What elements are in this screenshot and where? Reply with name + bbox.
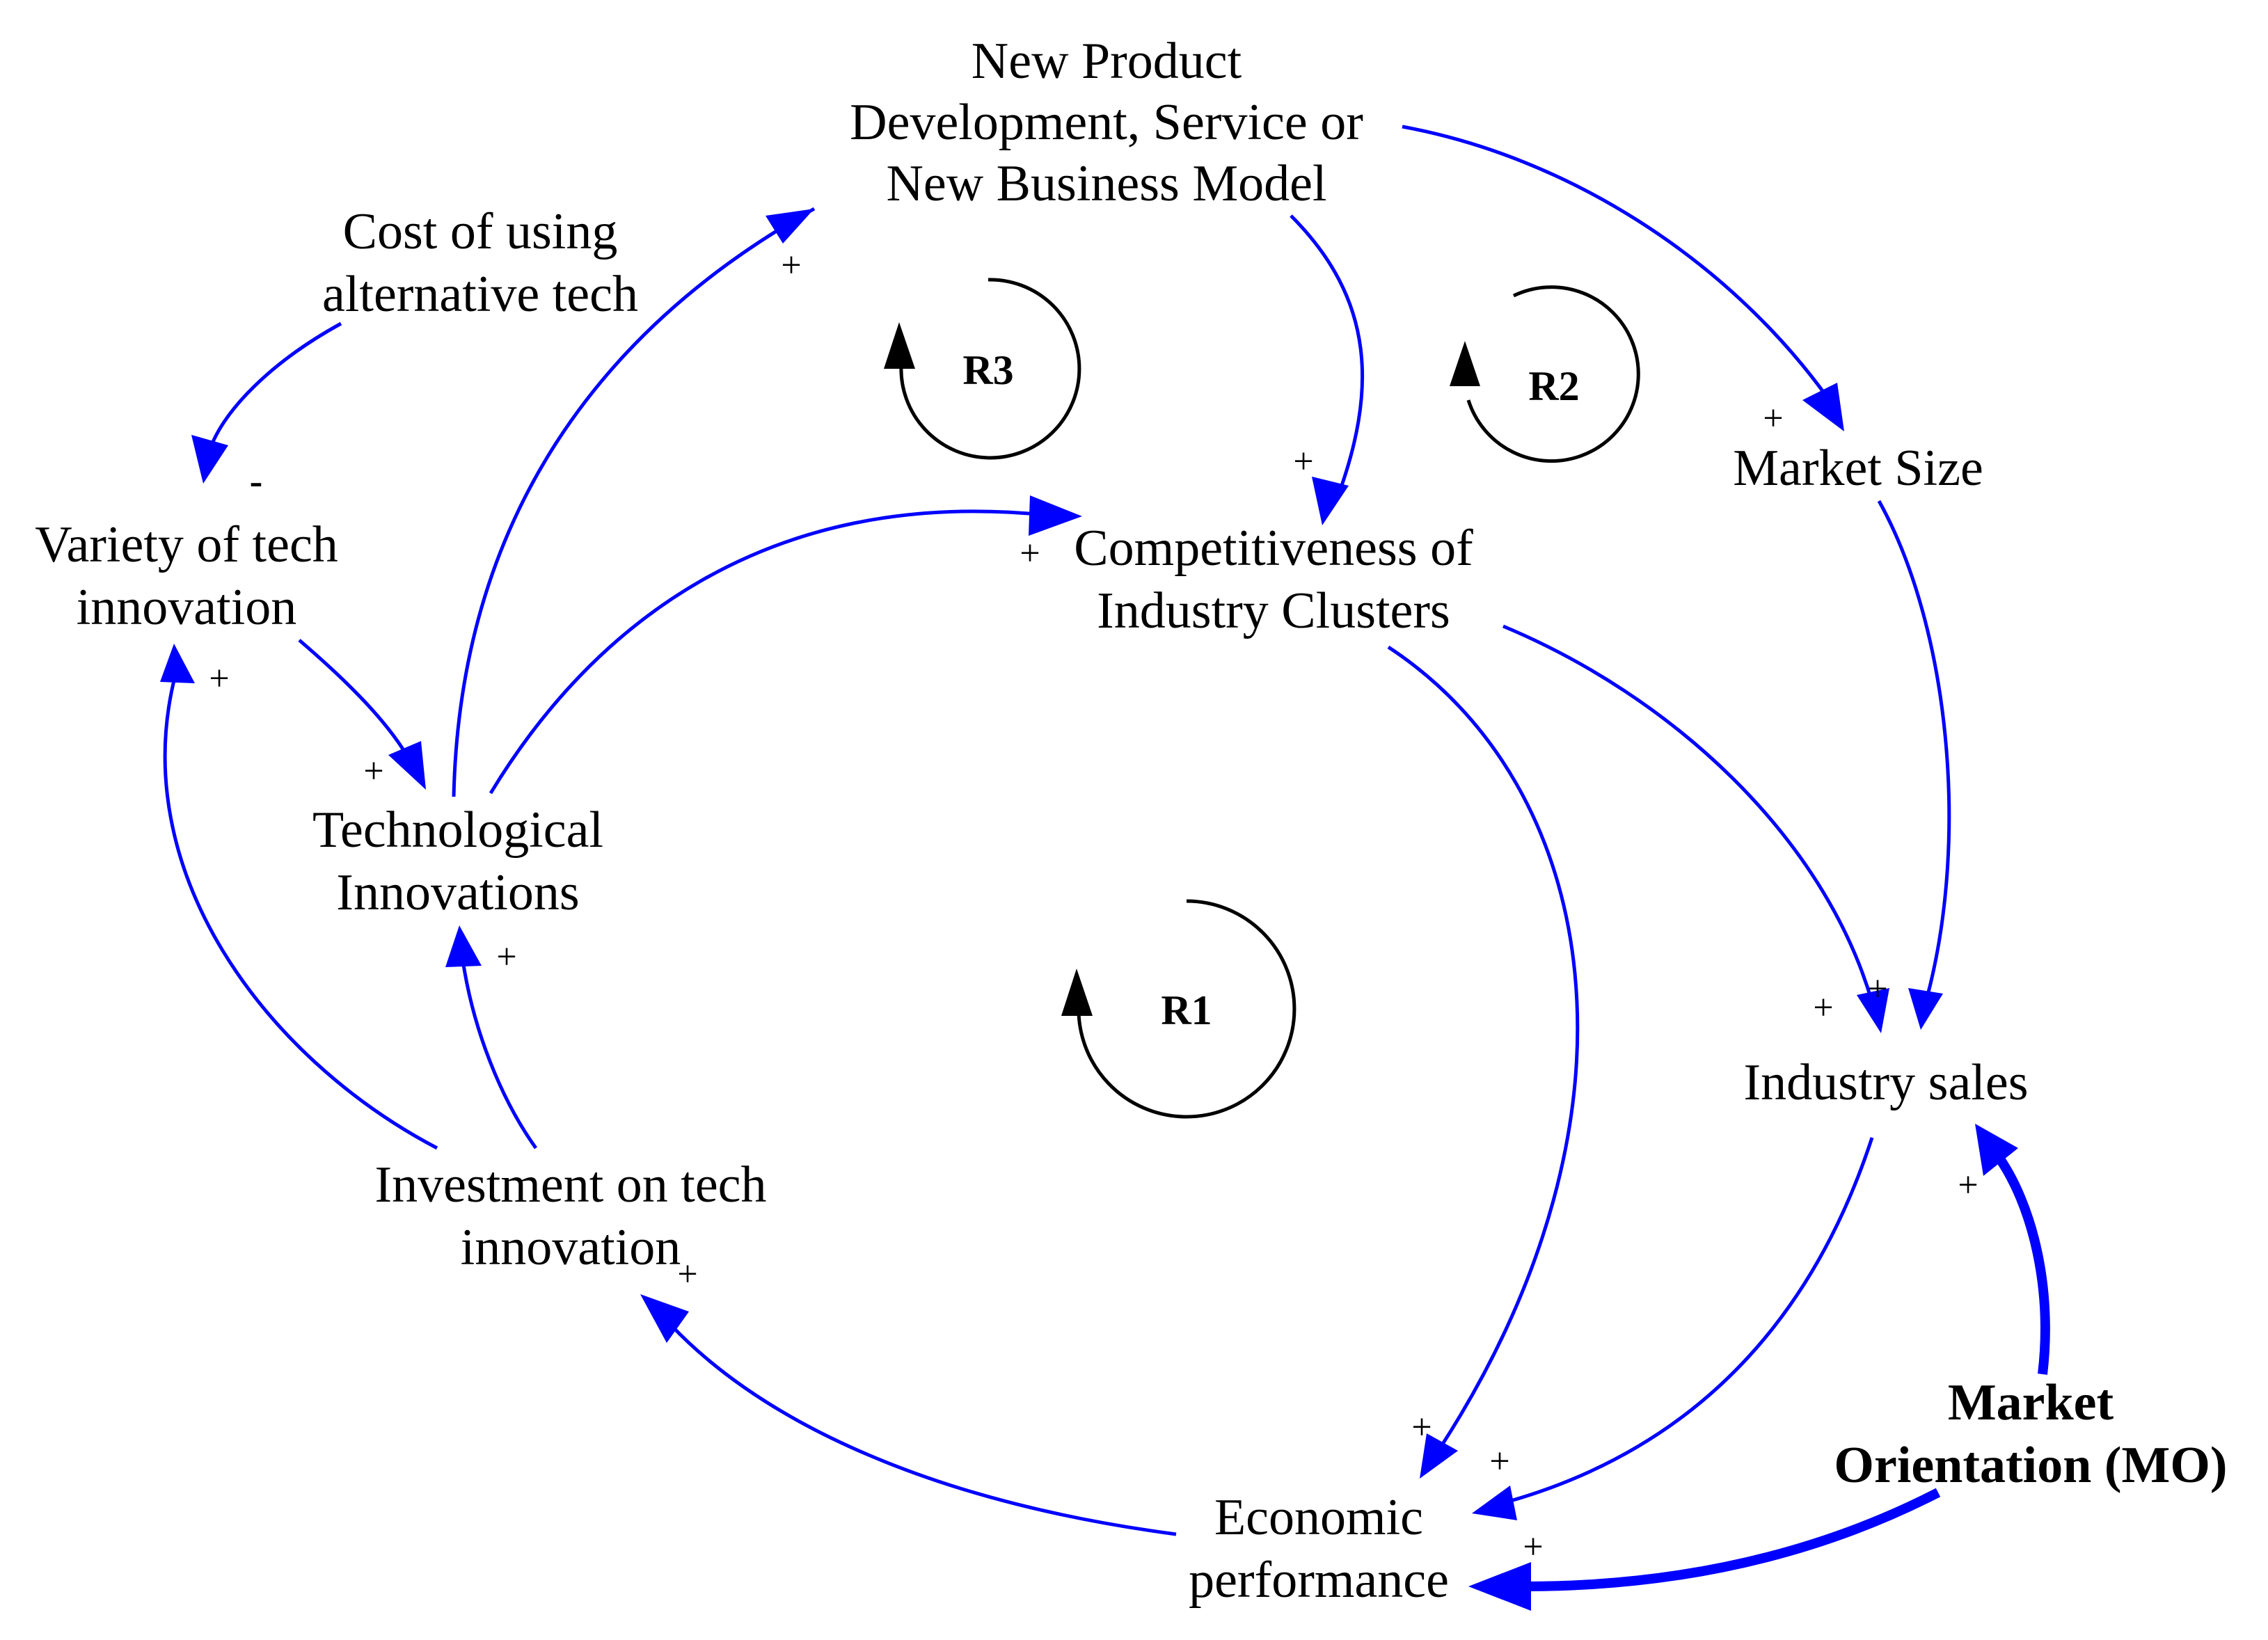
polarity-mo-to-economic: +: [1523, 1527, 1543, 1567]
node-economic-performance-line-1: Economic: [1214, 1489, 1423, 1546]
node-variety: Variety of tech innovation: [35, 516, 338, 636]
loop-r3: R3: [884, 278, 1081, 460]
loop-r1-arrowhead: [1061, 969, 1093, 1016]
node-tech-innovations-line-1: Technological: [312, 802, 603, 859]
loop-r2-label: R2: [1528, 363, 1579, 409]
loop-r2-arrowhead: [1450, 341, 1480, 386]
arrowhead-competitiveness-1: [1029, 495, 1082, 536]
polarity-variety-to-tech: +: [363, 751, 383, 791]
polarity-new-product-to-competitiveness: +: [1293, 442, 1313, 481]
node-investment: Investment on tech innovation: [374, 1156, 766, 1276]
node-new-product-line-2: Development, Service or: [850, 94, 1363, 151]
node-variety-line-2: innovation: [77, 579, 297, 636]
polarity-investment-to-tech: +: [496, 937, 516, 977]
polarity-economic-to-investment: +: [677, 1255, 697, 1294]
link-market-size-to-industry-sales: [1877, 500, 1951, 996]
arrowhead-industry-sales-3: [1975, 1124, 2018, 1176]
node-cost-alt-tech: Cost of using alternative tech: [322, 203, 638, 323]
node-market-size-line-1: Market Size: [1733, 440, 1983, 497]
link-new-product-to-market-size: [1402, 125, 1829, 398]
loop-r3-label: R3: [962, 347, 1013, 393]
link-mo-to-economic-performance: [1523, 1488, 1941, 1591]
arrowhead-investment: [640, 1294, 689, 1343]
loop-r2: R2: [1450, 285, 1640, 463]
node-new-product: New Product Development, Service or New …: [850, 33, 1363, 212]
node-competitiveness-line-1: Competitiveness of: [1074, 520, 1473, 577]
node-variety-line-1: Variety of tech: [35, 516, 338, 573]
polarity-industry-sales-to-economic: +: [1489, 1442, 1509, 1481]
arrowhead-economic-performance-1: [1420, 1433, 1458, 1479]
link-competitiveness-to-industry-sales: [1502, 624, 1874, 1003]
polarity-competitiveness-to-economic: +: [1411, 1408, 1432, 1447]
links: [160, 125, 2050, 1611]
polarity-cost-to-variety: -: [250, 460, 263, 503]
polarity-tech-to-competitiveness: +: [1020, 534, 1040, 573]
polarity-new-product-to-market-size: +: [1763, 399, 1783, 438]
polarity-marks: + + + + - + + + + + + + + + +: [209, 246, 1978, 1567]
node-tech-innovations: Technological Innovations: [312, 802, 603, 921]
node-economic-performance-line-2: performance: [1189, 1552, 1449, 1609]
node-industry-sales-line-1: Industry sales: [1744, 1054, 2029, 1111]
link-variety-to-tech-innovations: [298, 639, 413, 763]
arrowhead-industry-sales-2: [1857, 988, 1889, 1033]
arrowhead-variety-1: [191, 435, 228, 484]
node-economic-performance: Economic performance: [1189, 1489, 1449, 1609]
loop-r1: R1: [1061, 899, 1296, 1119]
link-tech-innovations-to-competitiveness: [489, 509, 1045, 795]
node-investment-line-1: Investment on tech: [374, 1156, 766, 1213]
polarity-market-size-to-industry-sales: +: [1867, 969, 1887, 1009]
link-cost-to-variety: [207, 321, 342, 453]
arrowhead-tech-innovations-2: [445, 925, 482, 967]
link-investment-to-tech-innovations: [461, 960, 538, 1149]
arrowhead-tech-innovations-1: [388, 741, 426, 790]
node-new-product-line-1: New Product: [972, 33, 1242, 90]
link-economic-performance-to-investment: [667, 1321, 1177, 1536]
node-market-orientation: Market Orientation (MO): [1834, 1374, 2227, 1494]
node-cost-alt-tech-line-2: alternative tech: [322, 266, 638, 323]
link-industry-sales-to-economic-performance: [1502, 1137, 1874, 1505]
node-industry-sales: Industry sales: [1744, 1054, 2029, 1111]
link-competitiveness-to-economic-performance: [1387, 645, 1580, 1449]
arrowhead-variety-2: [160, 644, 195, 683]
link-new-product-to-competitiveness: [1290, 214, 1365, 502]
arrowhead-industry-sales-1: [1908, 988, 1943, 1030]
link-investment-to-variety: [163, 674, 438, 1150]
arrowhead-new-product: [766, 209, 814, 244]
loop-r1-label: R1: [1161, 987, 1212, 1033]
polarity-competitiveness-to-industry-sales: +: [1813, 988, 1833, 1028]
node-cost-alt-tech-line-1: Cost of using: [343, 203, 618, 260]
node-market-size: Market Size: [1733, 440, 1983, 497]
node-new-product-line-3: New Business Model: [886, 155, 1326, 212]
polarity-investment-to-variety: +: [209, 659, 229, 699]
node-investment-line-2: innovation: [461, 1219, 681, 1276]
node-market-orientation-line-2: Orientation (MO): [1834, 1437, 2227, 1494]
polarity-mo-to-industry-sales: +: [1958, 1165, 1978, 1205]
arrowhead-economic-performance-3: [1468, 1562, 1531, 1611]
arrowhead-economic-performance-2: [1472, 1486, 1517, 1520]
link-mo-to-industry-sales: [1993, 1152, 2050, 1375]
loop-r3-arrowhead: [884, 322, 915, 369]
node-market-orientation-line-1: Market: [1948, 1374, 2114, 1431]
polarity-tech-to-new-product: +: [781, 246, 801, 285]
link-tech-innovations-to-new-product: [452, 207, 816, 797]
node-tech-innovations-line-2: Innovations: [336, 864, 579, 921]
arrowhead-competitiveness-2: [1312, 477, 1349, 525]
node-competitiveness: Competitiveness of Industry Clusters: [1074, 520, 1473, 639]
node-competitiveness-line-2: Industry Clusters: [1097, 582, 1450, 639]
arrowhead-market-size: [1802, 383, 1844, 431]
